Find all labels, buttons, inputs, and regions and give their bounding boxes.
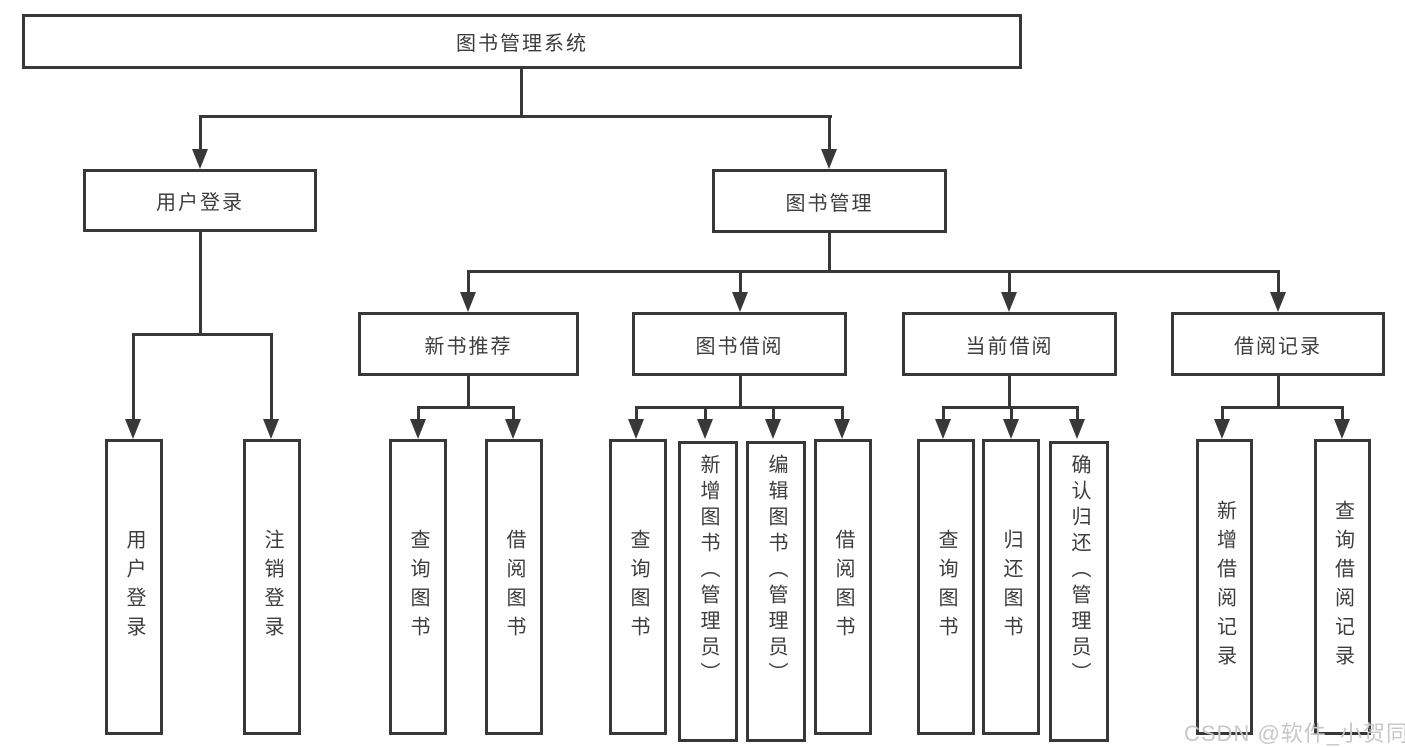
- leaf-logout-label: 注销登录: [261, 529, 283, 645]
- connector-leaf-shaft: [772, 406, 775, 421]
- node-borrow-records: 借阅记录: [1171, 312, 1385, 376]
- node-book-management-label: 图书管理: [785, 192, 874, 215]
- connector-leaf-shaft: [1341, 406, 1344, 421]
- arrow-down-icon: [935, 419, 951, 439]
- node-book-management: 图书管理: [712, 169, 947, 233]
- node-root-label: 图书管理系统: [456, 33, 588, 55]
- leaf-user-login: 用户登录: [105, 439, 163, 735]
- leaf-add-borrow-record: 新增借阅记录: [1196, 439, 1253, 735]
- arrow-down-icon: [1214, 419, 1230, 439]
- arrow-down-icon: [1001, 292, 1017, 312]
- leaf-query-book-borrow-label: 查询图书: [627, 529, 649, 645]
- connector-leaf-shaft: [1221, 406, 1224, 421]
- leaf-query-book-recommend: 查询图书: [389, 439, 447, 735]
- connector-leaf-shaft: [635, 406, 638, 421]
- arrow-down-icon: [1334, 419, 1350, 439]
- connector-leaf-shaft: [841, 406, 844, 421]
- arrow-down-icon: [834, 419, 850, 439]
- connector-level3-shaft: [1008, 270, 1011, 296]
- node-borrow-records-label: 借阅记录: [1234, 335, 1322, 358]
- connector-level3-shaft: [1277, 270, 1280, 296]
- connector-recommend-bar: [417, 406, 515, 409]
- connector-book-mgmt-stub: [828, 233, 831, 273]
- connector-level3-shaft: [739, 270, 742, 296]
- connector-leaf-shaft: [1076, 406, 1079, 421]
- arrow-down-icon: [505, 419, 521, 439]
- arrow-down-icon: [1003, 419, 1019, 439]
- node-new-book-recommend: 新书推荐: [358, 312, 579, 376]
- connector-leaf-shaft: [417, 406, 420, 421]
- arrow-down-icon: [1069, 419, 1085, 439]
- arrow-down-icon: [192, 149, 208, 169]
- connector-recommend-stub: [467, 376, 470, 409]
- connector-records-bar: [1221, 406, 1343, 409]
- node-book-borrow: 图书借阅: [632, 312, 847, 376]
- leaf-query-book-recommend-label: 查询图书: [407, 529, 429, 645]
- connector-level3-bar: [467, 270, 1280, 273]
- arrow-down-icon: [697, 419, 713, 439]
- node-new-book-recommend-label: 新书推荐: [424, 335, 513, 358]
- leaf-logout: 注销登录: [243, 439, 301, 735]
- connector-user-login-bar: [132, 333, 273, 336]
- connector-user-login-stub: [199, 232, 202, 336]
- arrow-down-icon: [1270, 292, 1286, 312]
- node-root: 图书管理系统: [22, 14, 1022, 69]
- leaf-query-borrow-record: 查询借阅记录: [1314, 439, 1371, 735]
- arrow-down-icon: [263, 419, 279, 439]
- arrow-down-icon: [410, 419, 426, 439]
- leaf-edit-book-admin-label: 编辑图书（管理员）: [765, 454, 787, 688]
- leaf-borrow-book-recommend-label: 借阅图书: [503, 529, 525, 645]
- leaf-confirm-return-admin-label: 确认归还（管理员）: [1068, 454, 1090, 688]
- connector-leaf-shaft: [132, 333, 135, 421]
- arrow-down-icon: [821, 149, 837, 169]
- connector-borrow-stub: [739, 376, 742, 409]
- node-user-login-label: 用户登录: [156, 192, 244, 214]
- connector-records-stub: [1277, 376, 1280, 409]
- leaf-borrow-book-label: 借阅图书: [832, 529, 854, 645]
- leaf-user-login-label: 用户登录: [123, 529, 145, 645]
- node-book-borrow-label: 图书借阅: [695, 335, 784, 358]
- leaf-borrow-book: 借阅图书: [814, 439, 872, 735]
- node-current-borrow-label: 当前借阅: [965, 335, 1054, 358]
- leaf-query-book-current-label: 查询图书: [935, 529, 957, 645]
- arrow-down-icon: [460, 292, 476, 312]
- connector-book-mgmt-shaft: [828, 115, 831, 151]
- connector-current-stub: [1008, 376, 1011, 409]
- leaf-return-book-label: 归还图书: [1000, 529, 1022, 645]
- leaf-borrow-book-recommend: 借阅图书: [485, 439, 543, 735]
- leaf-return-book: 归还图书: [982, 439, 1040, 735]
- arrow-down-icon: [765, 419, 781, 439]
- leaf-add-borrow-record-label: 新增借阅记录: [1213, 500, 1236, 674]
- leaf-add-book-admin: 新增图书（管理员）: [678, 441, 738, 742]
- connector-leaf-shaft: [942, 406, 945, 421]
- connector-user-login-shaft: [199, 115, 202, 151]
- arrow-down-icon: [732, 292, 748, 312]
- connector-leaf-shaft: [512, 406, 515, 421]
- connector-level2-bar: [199, 115, 832, 118]
- connector-borrow-bar: [635, 406, 844, 409]
- connector-level3-shaft: [467, 270, 470, 296]
- arrow-down-icon: [628, 419, 644, 439]
- node-user-login: 用户登录: [83, 169, 317, 232]
- node-current-borrow: 当前借阅: [902, 312, 1117, 376]
- leaf-query-borrow-record-label: 查询借阅记录: [1331, 500, 1354, 674]
- leaf-query-book-borrow: 查询图书: [609, 439, 667, 735]
- arrow-down-icon: [125, 419, 141, 439]
- leaf-edit-book-admin: 编辑图书（管理员）: [746, 441, 806, 742]
- csdn-watermark: CSDN @软件_小贺同学: [1184, 721, 1405, 746]
- leaf-query-book-current: 查询图书: [917, 439, 975, 735]
- connector-leaf-shaft: [270, 333, 273, 421]
- leaf-confirm-return-admin: 确认归还（管理员）: [1049, 441, 1109, 742]
- connector-leaf-shaft: [1010, 406, 1013, 421]
- connector-root-stub: [520, 68, 523, 118]
- leaf-add-book-admin-label: 新增图书（管理员）: [697, 454, 719, 688]
- connector-leaf-shaft: [704, 406, 707, 421]
